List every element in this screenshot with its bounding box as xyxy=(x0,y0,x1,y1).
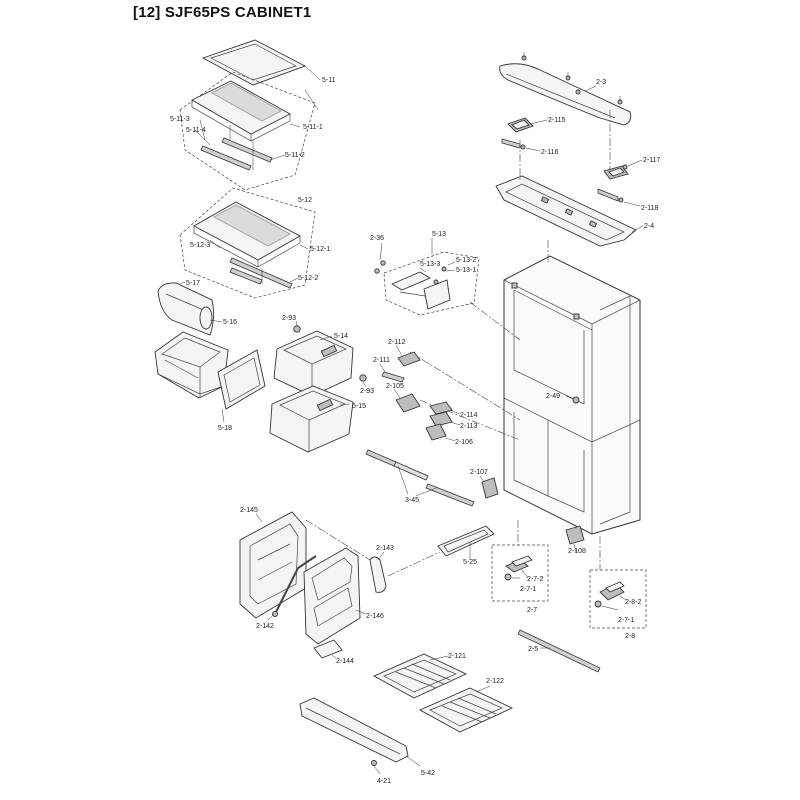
label-2-111: 2-111 xyxy=(373,357,390,364)
diagram-title: [12] SJF65PS CABINET1 xyxy=(133,4,312,21)
hinge-pin-2-118 xyxy=(597,188,641,207)
label-5-11-3: 5-11-3 xyxy=(170,116,190,123)
label-2-93b: 2-93 xyxy=(360,388,374,395)
drawer-front-2-146 xyxy=(303,547,367,645)
label-5-25: 5-25 xyxy=(463,559,477,566)
leg-assembly-2-8 xyxy=(589,569,647,629)
door-rod-2-142 xyxy=(267,555,317,621)
label-2-7-2: 2-7-2 xyxy=(527,576,543,583)
bottom-trim-5-42 xyxy=(299,697,421,775)
label-2-115: 2-115 xyxy=(548,117,565,124)
label-2-3: 2-3 xyxy=(596,79,606,86)
divider-panel-5-18 xyxy=(217,349,266,423)
hinge-2-115 xyxy=(507,117,548,133)
label-2-106: 2-106 xyxy=(455,439,473,446)
screw-2-93a xyxy=(293,320,301,333)
door-bin-5-16 xyxy=(154,331,229,399)
leg-assembly-2-7 xyxy=(491,544,549,602)
label-2-7: 2-7 xyxy=(527,607,537,614)
label-2-93a: 2-93 xyxy=(282,315,296,322)
label-2-108: 2-108 xyxy=(568,548,586,555)
label-2-113: 2-113 xyxy=(460,423,477,430)
shelf-group-box-5-12 xyxy=(179,187,316,299)
dairy-cover-5-17 xyxy=(157,282,215,336)
label-2-7-1a: 2-7-1 xyxy=(520,586,536,593)
label-2-8-2: 2-8-2 xyxy=(625,599,641,606)
label-2-116: 2-116 xyxy=(541,149,558,156)
gasket-2-143 xyxy=(369,551,387,593)
top-frame-2-4 xyxy=(495,175,644,247)
label-5-13: 5-13 xyxy=(432,231,446,238)
label-5-17: 5-17 xyxy=(186,280,200,287)
panel-5-25 xyxy=(437,525,495,560)
label-2-36: 2-36 xyxy=(370,235,384,242)
gaskets-3-45 xyxy=(365,449,475,507)
hinge-2-111 xyxy=(379,363,405,383)
label-2-8: 2-8 xyxy=(625,633,635,640)
label-5-13-1: 5-13-1 xyxy=(456,267,476,274)
label-2-143: 2-143 xyxy=(376,545,394,552)
label-2-117: 2-117 xyxy=(643,157,660,164)
label-2-118: 2-118 xyxy=(641,205,658,212)
hinge-2-112 xyxy=(395,344,421,367)
crisper-drawer-5-15 xyxy=(269,385,354,453)
label-5-12-2: 5-12-2 xyxy=(298,275,318,282)
screw-2-49 xyxy=(565,395,580,404)
label-5-16: 5-16 xyxy=(223,319,237,326)
label-2-142: 2-142 xyxy=(256,623,274,630)
label-5-11: 5-11 xyxy=(322,77,336,84)
label-2-121: 2-121 xyxy=(448,653,466,660)
hinge-2-108 xyxy=(565,525,585,553)
label-2-145: 2-145 xyxy=(240,507,258,514)
base-rail-2-5 xyxy=(517,629,601,673)
label-2-49: 2-49 xyxy=(546,393,560,400)
refrigerator-cabinet xyxy=(503,255,641,535)
label-2-7-1b: 2-7-1 xyxy=(618,617,634,624)
label-2-144: 2-144 xyxy=(336,658,354,665)
bracket-2-106 xyxy=(425,423,456,442)
label-5-12-1: 5-12-1 xyxy=(310,246,330,253)
label-5-13-3: 5-13-3 xyxy=(420,261,440,268)
label-2-122: 2-122 xyxy=(486,678,504,685)
screws-2-36 xyxy=(374,242,386,274)
label-5-12-3: 5-12-3 xyxy=(190,242,210,249)
label-2-146: 2-146 xyxy=(366,613,384,620)
label-2-114: 2-114 xyxy=(460,412,477,419)
label-2-105: 2-105 xyxy=(386,383,404,390)
top-cover-2-3 xyxy=(499,52,632,126)
hinge-2-107 xyxy=(479,475,499,499)
label-2-112: 2-112 xyxy=(388,339,405,346)
label-2-4: 2-4 xyxy=(644,223,654,230)
freezer-basket-2-122 xyxy=(418,685,514,733)
hinge-2-105 xyxy=(393,388,421,413)
label-5-11-2: 5-11-2 xyxy=(285,152,305,159)
seal-2-144 xyxy=(313,639,343,659)
label-2-5: 2-5 xyxy=(528,646,538,653)
label-5-11-1: 5-11-1 xyxy=(303,124,323,131)
shelf-group-box-5-11 xyxy=(179,71,316,191)
hinge-2-117 xyxy=(603,159,643,180)
label-5-42: 5-42 xyxy=(421,770,435,777)
label-5-11-4: 5-11-4 xyxy=(186,127,206,134)
label-5-18: 5-18 xyxy=(218,425,232,432)
hinge-pin-2-116 xyxy=(501,138,541,152)
label-3-45: 3-45 xyxy=(405,497,419,504)
freezer-door-2-145 xyxy=(239,511,307,619)
shelf-glass-5-11 xyxy=(201,39,321,86)
label-5-14: 5-14 xyxy=(334,333,348,340)
freezer-basket-2-121 xyxy=(372,653,468,699)
bracket-2-114 xyxy=(429,401,461,415)
label-5-12: 5-12 xyxy=(298,197,312,204)
ice-maker-bracket-5-13 xyxy=(383,251,480,316)
label-5-13-2: 5-13-2 xyxy=(456,257,476,264)
crisper-drawer-5-14 xyxy=(273,330,354,397)
screw-2-93b xyxy=(359,374,367,388)
label-5-15: 5-15 xyxy=(352,403,366,410)
label-2-107: 2-107 xyxy=(470,469,488,476)
label-4-21: 4-21 xyxy=(377,778,391,785)
bracket-2-113 xyxy=(429,411,461,427)
